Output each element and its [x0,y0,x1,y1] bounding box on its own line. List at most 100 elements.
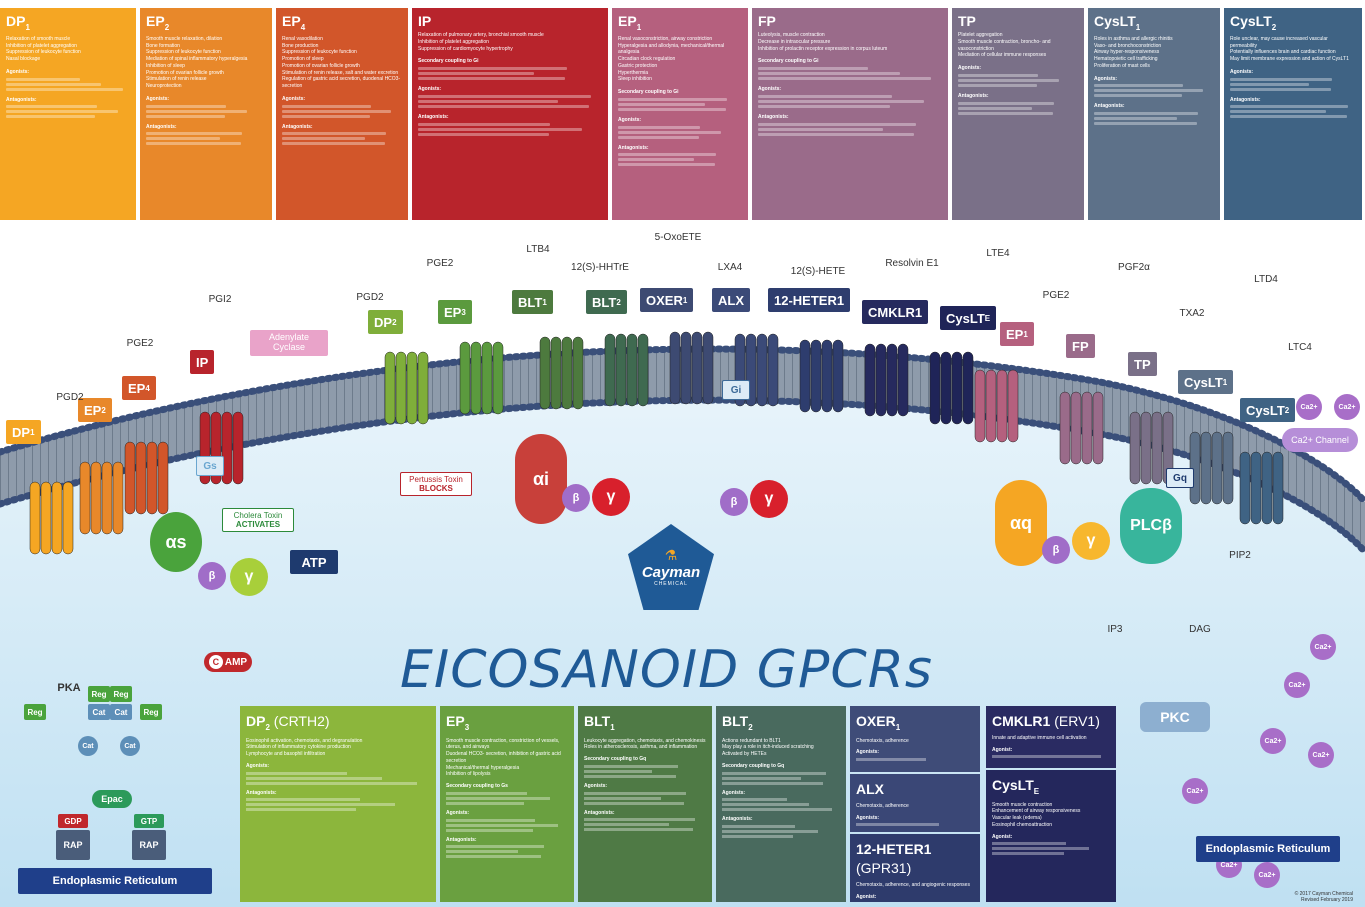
top-panel-function-line: Proliferation of mast cells [1094,62,1150,69]
dag-label: DAG [1189,624,1211,635]
top-panel-section-heading: Agonists: [618,116,642,123]
top-panel-function-line: Neuroprotection [146,83,182,90]
bottom-panel-function-line: May play a role in itch-induced scratchi… [722,744,814,751]
top-panel-function-line: Promotion of ovarian follicle growth [146,69,224,76]
receptor-helix [864,343,876,417]
reg-right: Reg [140,704,162,720]
gi-label: Gi [722,380,750,400]
pertussis-line1: Pertussis Toxin [409,475,463,484]
receptor-helix [680,331,692,405]
ligand-label-2: PGI2 [208,294,232,305]
adenylate-cyclase-label: Adenylate Cyclase [250,330,328,356]
bottom-panel-compound-list [246,803,396,807]
top-panel-compound-list [618,107,726,111]
top-panel-function-line: Sleep inhibition [618,76,652,83]
top-panel-function-line: Stimulation of renin release [146,76,207,83]
top-panel-function-line: Smooth muscle contraction, broncho- and … [958,38,1051,52]
receptor-helix [550,336,562,410]
top-panel-compound-list [146,114,226,118]
top-panel-function-line: Bone production [282,42,319,49]
top-panel-compound-list [282,104,371,108]
top-panel-function-line: Stimulation of renin release, salt and w… [282,69,399,76]
top-panel-compound-list [618,125,700,129]
receptor-helix [875,343,887,417]
receptor-helix [29,481,41,555]
top-panel-function-line: Hematopoietic cell trafficking [1094,56,1158,63]
reg-left: Reg [24,704,46,720]
bottom-panel-compound-list [584,828,693,832]
receptor-helix [1151,411,1163,485]
bottom-panel-compound-list [584,823,670,827]
top-panel-compound-list [146,104,227,108]
bottom-panel-compound-list [722,825,796,829]
bottom-panel-compound-list [722,803,810,807]
bottom-panel-title: OXER1 [856,712,974,734]
bottom-panel-title-sub: 1 [610,722,615,732]
top-panel-section-heading: Agonists: [146,95,170,102]
receptor-helix [146,441,158,515]
receptor-helix [996,369,1008,443]
ligand-label-16: LTC4 [1288,342,1312,353]
top-panel-compound-list [282,109,392,113]
pka-reg-2: Reg [110,686,132,702]
bottom-panel-compound-list [722,830,818,834]
top-panel-compound-list [1230,105,1349,109]
epac-label: Epac [92,790,132,808]
bottom-panel-title-name: DP [246,713,266,729]
top-panel-section-heading: Antagonists: [618,144,649,151]
bottom-panel-section-heading: Agonist: [992,833,1013,840]
top-panel-compound-list [6,77,81,81]
top-panel-title-sub: 2 [164,22,170,32]
receptor-label-sub: E [984,313,991,323]
receptor-helix [767,333,779,407]
top-panel-compound-list [6,87,123,91]
cholera-toxin-label: Cholera Toxin ACTIVATES [222,508,294,532]
bottom-panel-function-line: Chemotaxis, adherence [856,802,909,809]
bottom-panel-function-line: Lymphocyte and basophil infiltration [246,751,326,758]
bottom-panel-title: BLT2 [722,712,840,734]
receptor-helix [1129,411,1141,485]
top-panel-compound-list [958,73,1039,77]
top-panel-compound-list [758,67,869,70]
bottom-panel-compound-list [722,808,832,812]
top-panel-function-line: Suppression of cardiomyocyte hypertrophy [418,45,513,52]
receptor-label-name: OXER [646,292,683,308]
top-panel-compound-list [418,94,591,98]
receptor-label-name: 12-HETER1 [774,292,845,308]
calcium-ion: Ca2+ [1296,394,1322,420]
receptor-helix [1140,411,1152,485]
top-panel-compound-list [418,99,558,103]
top-panel-compound-list [146,132,242,136]
ligand-label-1: PGE2 [126,338,154,349]
top-panel-section-heading: Agonists: [1230,68,1254,75]
bottom-panel-title-extra: (ERV1) [1050,713,1100,729]
receptor-label-sub: 2 [392,317,397,327]
calcium-ion: Ca2+ [1284,672,1310,698]
top-panel-function-line: Hyperalgesia and allodynia, mechanical/t… [618,42,725,56]
top-panel-function-line: Inhibition of prolactin receptor express… [758,45,888,52]
beta-i-subunit: β [562,484,590,512]
receptor-helix [810,339,822,413]
er-right-box: Endoplasmic Reticulum [1196,836,1340,862]
er-left-box: Endoplasmic Reticulum [18,868,212,894]
top-panel-function-line: Circadian clock regulation [618,56,676,63]
top-panel-compound-list [418,67,568,70]
bottom-panel-title-sub: E [1033,786,1040,796]
top-panel-title: FP [758,14,942,28]
logo-text: Cayman [641,564,701,581]
receptor-helix [886,343,898,417]
bottom-panel-compound-list [722,798,787,802]
top-panel-title-sub: 2 [1271,22,1277,32]
top-panel-title-name: EP [618,13,637,29]
receptor-label-14: FP [1066,334,1095,358]
receptor-helix [395,351,407,425]
top-panel-compound-list [418,132,549,136]
top-panel-section-heading: Agonists: [1094,75,1118,82]
calcium-ion: Ca2+ [1182,778,1208,804]
top-panel-compound-list [1230,82,1310,86]
top-panel-compound-list [618,158,694,162]
bottom-panel-function-line: Roles in atherosclerosis, asthma, and in… [584,744,698,751]
top-panel-title: IP [418,14,602,28]
